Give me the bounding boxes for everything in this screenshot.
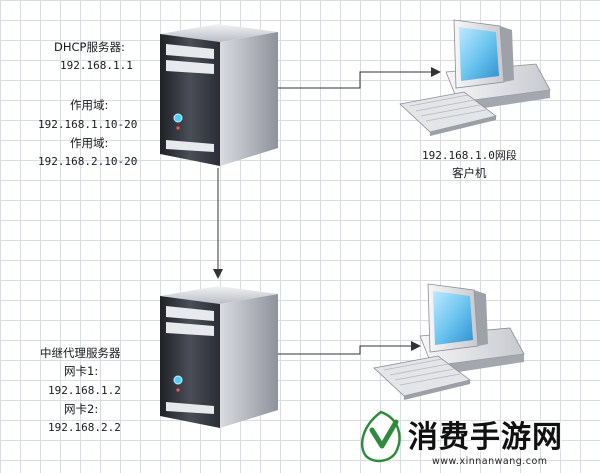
relay-nic1-label: 网卡1:	[64, 364, 99, 378]
watermark-title: 消费手游网	[408, 420, 563, 455]
dhcp-server-icon	[160, 24, 278, 166]
relay-nic2-label: 网卡2:	[64, 402, 99, 416]
relay-server-title: 中继代理服务器	[40, 346, 121, 360]
dhcp-scope2-range: 192.168.2.10-20	[38, 155, 138, 168]
client-segment-label: 192.168.1.0网段	[422, 149, 517, 162]
watermark: 消费手游网 www.xinnanwang.com	[350, 404, 600, 473]
leaf-logo-icon	[360, 410, 401, 463]
dhcp-scope2-label: 作用域:	[70, 136, 109, 150]
relay-server-icon	[160, 286, 278, 428]
arrow-dhcp-to-client	[278, 67, 441, 89]
dhcp-scope1-label: 作用域:	[70, 98, 109, 112]
dhcp-server-ip: 192.168.1.1	[60, 59, 133, 72]
client-computer-icon	[399, 19, 551, 136]
dhcp-scope1-range: 192.168.1.10-20	[38, 118, 138, 131]
relay-nic2-ip: 192.168.2.2	[48, 421, 121, 434]
relay-nic1-ip: 192.168.1.2	[48, 384, 121, 397]
dhcp-server-title: DHCP服务器:	[54, 40, 125, 54]
client-label: 客户机	[452, 166, 487, 180]
client-computer-2-icon	[373, 283, 525, 400]
arrow-relay-to-client	[278, 341, 421, 355]
watermark-url: www.xinnanwang.com	[432, 456, 548, 467]
